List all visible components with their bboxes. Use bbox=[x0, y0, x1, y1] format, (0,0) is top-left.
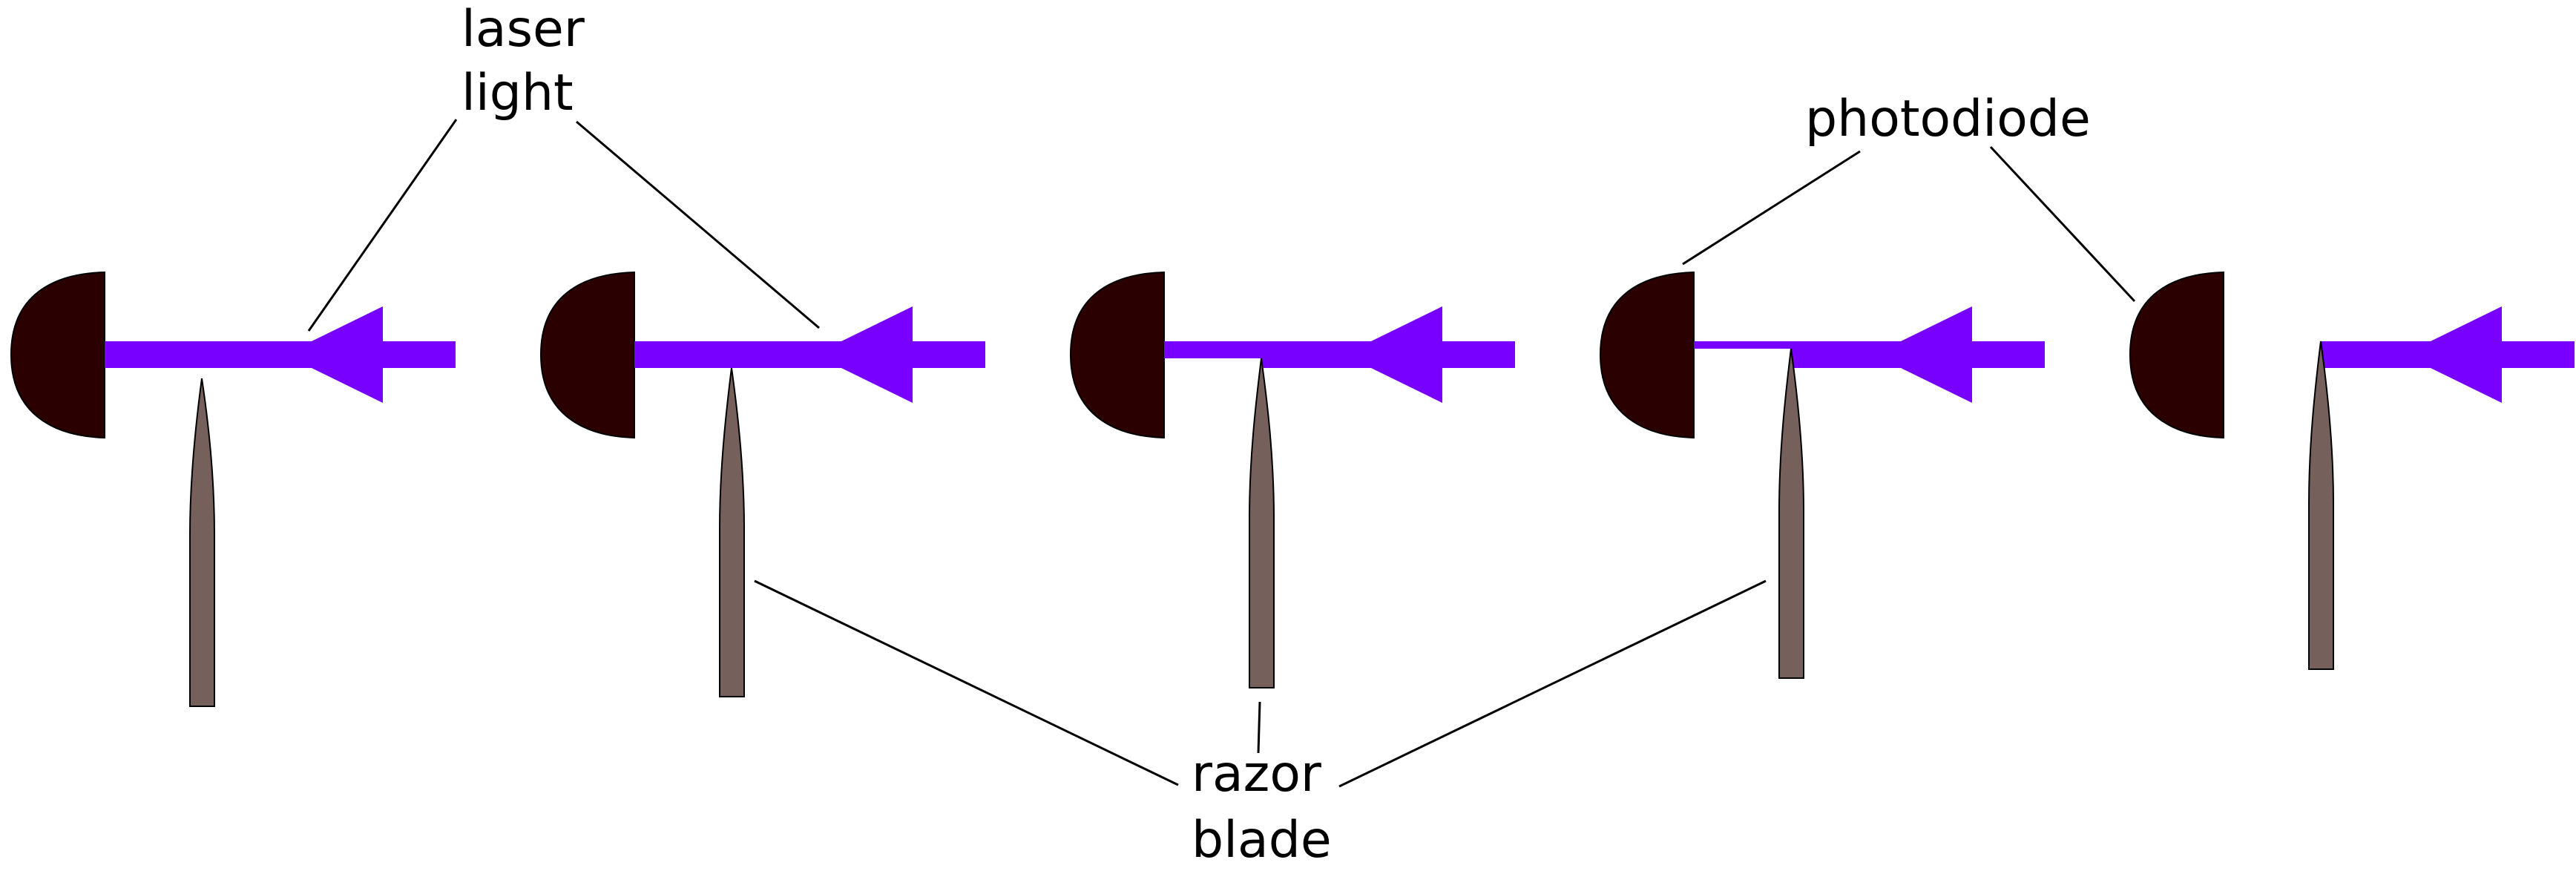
laser-beam bbox=[2321, 306, 2575, 403]
laser-beam bbox=[634, 306, 985, 403]
stage-5 bbox=[2129, 271, 2575, 670]
photodiode bbox=[10, 271, 105, 439]
razor-blade-label-line1: razor bbox=[1192, 745, 1321, 803]
laser-leader-line-2 bbox=[576, 120, 820, 329]
laser-light-label-line1: laser bbox=[461, 0, 585, 59]
razor-leader-line-2 bbox=[1257, 701, 1261, 754]
photodiode bbox=[539, 271, 635, 439]
stage-4 bbox=[1599, 271, 2045, 679]
razor-blade bbox=[719, 367, 745, 697]
razor-blade bbox=[1249, 358, 1275, 688]
stage-1 bbox=[10, 271, 456, 707]
laser-beam bbox=[105, 306, 456, 403]
razor-leader-line-1 bbox=[754, 579, 1179, 786]
photodiode-label: photodiode bbox=[1805, 90, 2091, 148]
photodiode bbox=[1599, 271, 1695, 439]
photodiode bbox=[2129, 271, 2224, 439]
razor-blade bbox=[2308, 341, 2334, 670]
photodiode-leader-line-1 bbox=[1682, 150, 1861, 266]
stage-2 bbox=[539, 271, 985, 697]
photodiode bbox=[1069, 271, 1165, 439]
photodiode-leader-line-2 bbox=[1989, 145, 2136, 303]
laser-beam bbox=[1694, 306, 2045, 403]
laser-beam bbox=[1164, 306, 1515, 403]
razor-blade-label-line2: blade bbox=[1192, 811, 1332, 870]
laser-light-label-line2: light bbox=[461, 64, 574, 122]
stage-3 bbox=[1069, 271, 1515, 688]
razor-leader-line-3 bbox=[1338, 579, 1767, 788]
razor-blade bbox=[189, 378, 215, 707]
laser-leader-line-1 bbox=[307, 119, 458, 332]
razor-blade bbox=[1778, 348, 1804, 679]
